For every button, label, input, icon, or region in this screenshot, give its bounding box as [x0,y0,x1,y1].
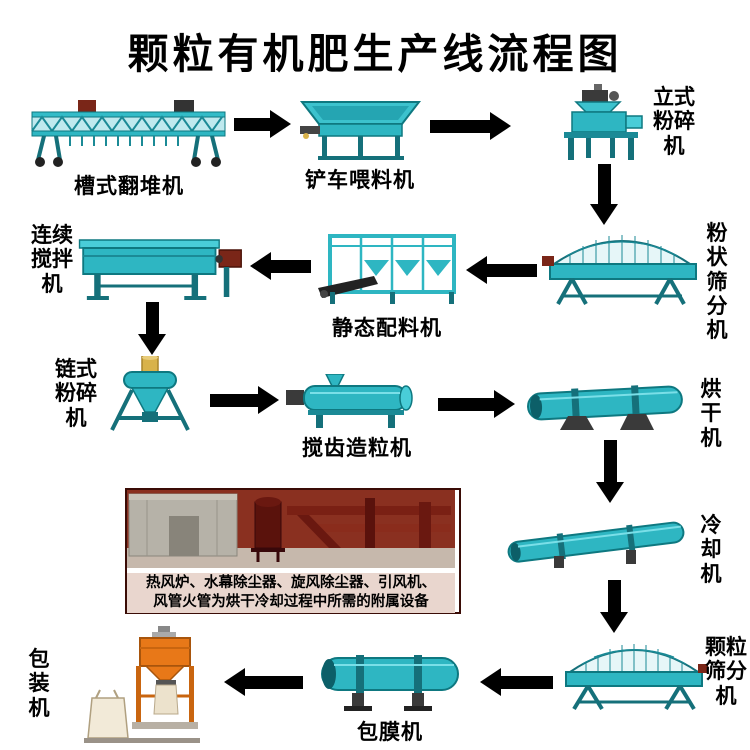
label-tooth-granulator: 搅齿造粒机 [302,437,412,460]
label-loader-feeder: 铲车喂料机 [305,169,415,192]
flow-arrow-12-left [224,668,303,696]
auxiliary-photo-collage [127,490,455,568]
label-cooler: 冷却机 [700,514,722,586]
coating-machine-illustration [321,655,459,711]
flow-arrow-3-down [590,164,618,225]
powder-screener-illustration [542,235,697,305]
machine-loader-feeder [298,98,423,163]
vertical-crusher-illustration [564,84,643,160]
flow-arrow-5-left [250,252,311,280]
granule-screener-illustration [565,644,708,711]
cooler-illustration [507,521,685,568]
dryer-illustration [527,385,683,430]
label-continuous-mixer: 连续搅拌机 [31,224,73,296]
machine-chain-crusher [98,355,203,434]
machine-trough-turner [26,90,231,170]
packing-machine-illustration [84,626,200,743]
flow-arrow-8-right [438,390,515,418]
auxiliary-equipment-box: 热风炉、水幕除尘器、旋风除尘器、引风机、 风管火管为烘干冷却过程中所需的附属设备 [125,488,461,614]
label-static-batcher: 静态配料机 [332,317,442,340]
static-batcher-illustration [318,234,456,304]
machine-granule-screener [560,636,708,712]
machine-dryer [520,378,690,433]
machine-tooth-granulator [284,373,429,429]
label-packing: 包装机 [28,648,50,720]
machine-continuous-mixer [74,228,244,304]
flow-arrow-9-down [596,440,624,503]
page-title: 颗粒有机肥生产线流程图 [127,31,623,77]
machine-vertical-crusher [556,84,651,162]
loader-feeder-illustration [299,101,422,160]
flow-arrow-6-down [138,302,166,355]
machine-packing [58,626,208,744]
auxiliary-note: 热风炉、水幕除尘器、旋风除尘器、引风机、 风管火管为烘干冷却过程中所需的附属设备 [127,573,455,613]
label-vertical-crusher: 立式粉碎机 [653,86,695,158]
label-powder-screener: 粉状筛分机 [706,222,728,343]
flow-arrow-2-right [430,112,511,140]
trough-turner-illustration [31,100,226,167]
label-chain-crusher: 链式粉碎机 [55,358,97,430]
auxiliary-note-line1: 热风炉、水幕除尘器、旋风除尘器、引风机、 [146,574,436,591]
label-granule-screener: 颗粒筛分机 [705,636,747,708]
machine-cooler [502,512,692,572]
auxiliary-note-line2: 风管火管为烘干冷却过程中所需的附属设备 [153,594,429,610]
machine-powder-screener [542,226,702,308]
flow-arrow-4-left [466,256,537,284]
machine-static-batcher [316,232,458,308]
label-dryer: 烘干机 [700,378,722,450]
continuous-mixer-illustration [78,239,242,300]
machine-coating [310,648,470,714]
label-trough-turner: 槽式翻堆机 [74,175,184,198]
tooth-granulator-illustration [286,373,413,428]
flow-arrow-11-left [480,668,553,696]
chain-crusher-illustration [110,355,190,431]
label-coating: 包膜机 [357,721,423,744]
flow-arrow-1-right [234,110,291,138]
flow-arrow-10-down [600,580,628,633]
flow-arrow-7-right [210,386,279,414]
